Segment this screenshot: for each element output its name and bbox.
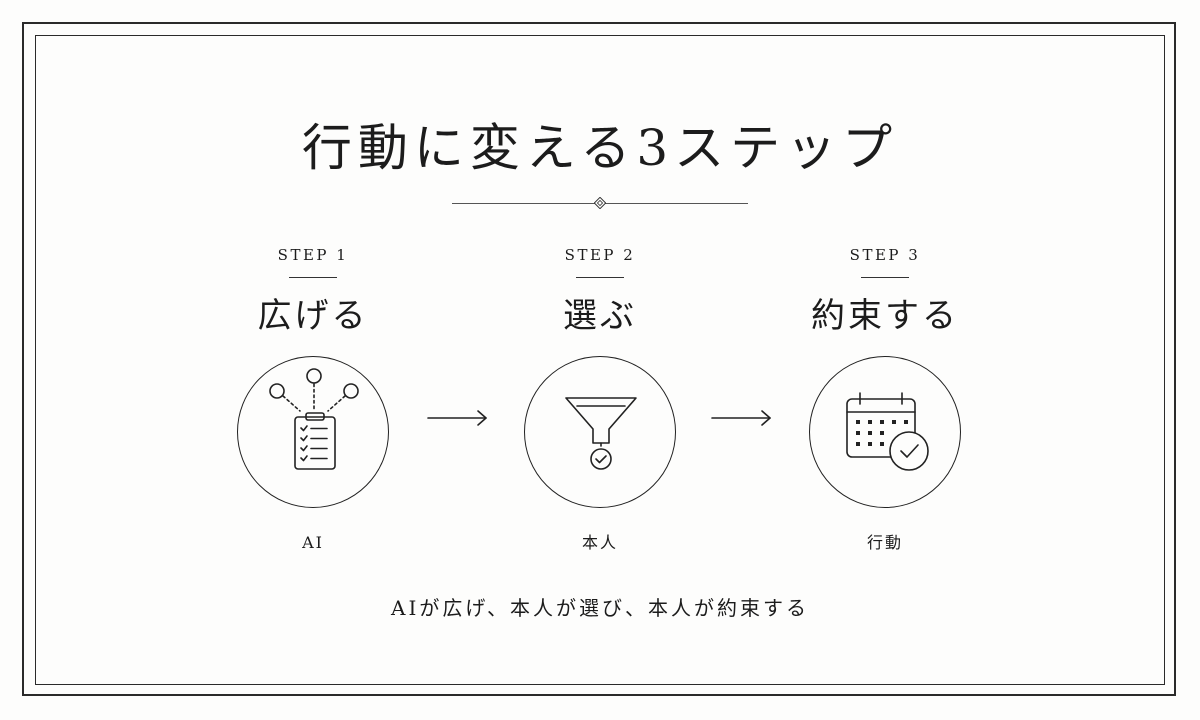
funnel-check-icon <box>565 397 637 470</box>
step-label: STEP 1 <box>277 246 349 264</box>
clipboard-ideas-icon <box>269 368 359 470</box>
inner-frame <box>35 35 1165 685</box>
step-actor: AI <box>302 533 324 552</box>
step-icon-circle <box>524 356 676 508</box>
step-actor: 行動 <box>866 533 903 552</box>
right-arrow-icon <box>427 410 487 426</box>
summary-text: AIが広げ、本人が選び、本人が約束する <box>391 596 809 620</box>
step-rule <box>289 277 337 278</box>
step-1: STEP 1 広げる AI <box>193 245 433 554</box>
diamond-ornament-icon <box>594 197 606 209</box>
step-rule <box>576 277 624 278</box>
step-2: STEP 2 選ぶ 本人 <box>480 245 720 554</box>
right-arrow-icon <box>711 410 771 426</box>
step-label: STEP 3 <box>849 246 921 264</box>
step-label: STEP 2 <box>564 246 636 264</box>
step-rule <box>861 277 909 278</box>
page-title: 行動に変える3ステップ <box>301 119 899 177</box>
step-3: STEP 3 約束する 行動 <box>765 245 1005 554</box>
outer-frame <box>22 22 1176 696</box>
step-name: 選ぶ <box>563 296 637 336</box>
step-name: 広げる <box>257 296 369 336</box>
step-icon-circle <box>237 356 389 508</box>
calendar-check-icon <box>846 392 929 471</box>
step-actor: 本人 <box>581 533 618 552</box>
step-icon-circle <box>809 356 961 508</box>
step-name: 約束する <box>811 296 959 336</box>
